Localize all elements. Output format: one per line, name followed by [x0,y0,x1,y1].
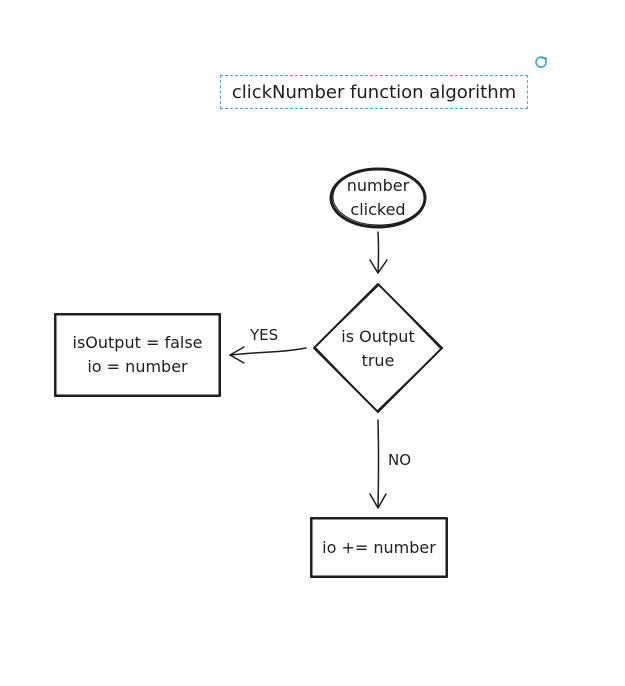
decision-node-shape[interactable] [313,283,443,413]
diagram-title-text: clickNumber function algorithm [231,81,517,103]
no-box-shape[interactable] [310,517,448,578]
arrow-yes [229,346,307,364]
decision-node-line2: true [361,351,395,370]
diagram-title[interactable]: clickNumber function algorithm [220,75,528,109]
edge-label-no: NO [388,451,412,469]
decision-node-label: is Output true [324,325,432,373]
start-node-shape[interactable] [329,167,427,229]
yes-box-label: isOutput = false io = number [55,331,220,379]
yes-box-line1: isOutput = false [72,333,203,352]
decision-node-line1: is Output [341,327,415,346]
start-node-line2: clicked [350,200,406,219]
edge-label-yes: YES [250,326,279,344]
arrow-no [369,419,387,509]
arrow-start-to-decision [369,231,388,274]
yes-box-shape[interactable] [54,313,221,397]
start-node-line1: number [346,176,410,195]
no-box-line1: io += number [322,538,436,557]
start-node-label: number clicked [331,174,425,222]
refresh-icon[interactable] [533,54,549,70]
no-box-label: io += number [311,536,447,560]
yes-box-line2: io = number [87,357,188,376]
